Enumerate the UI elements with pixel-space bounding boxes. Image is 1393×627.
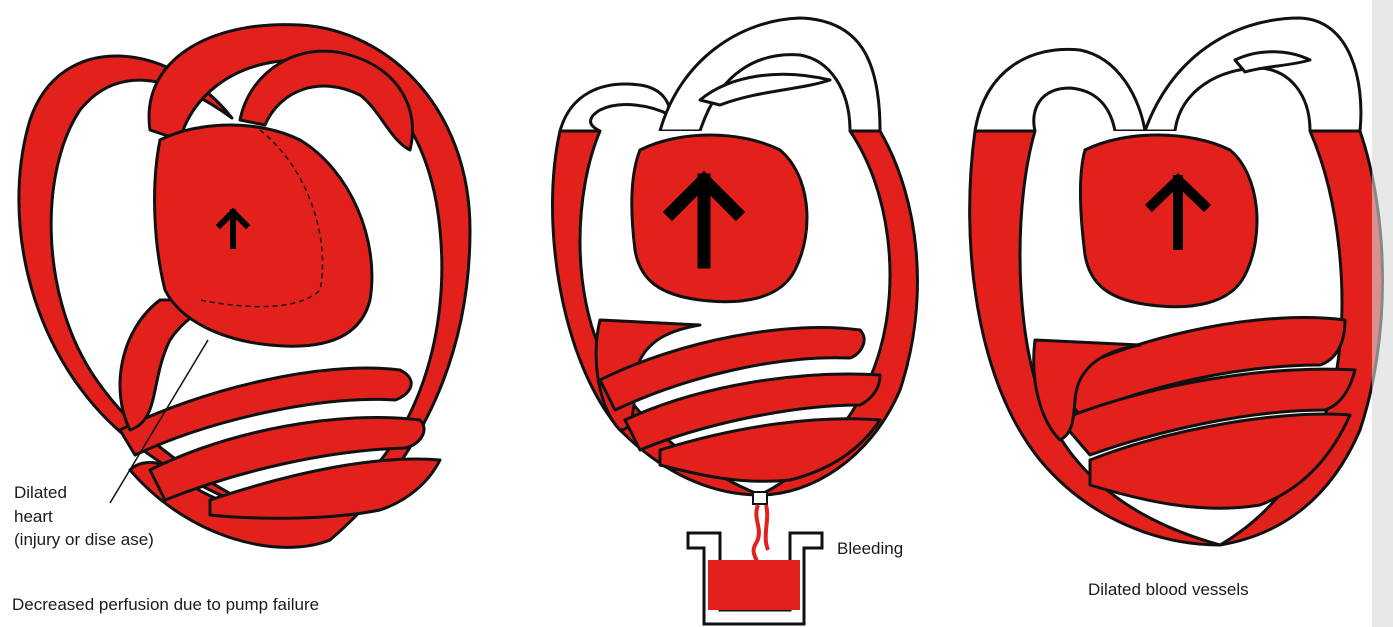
- page-edge-shadow: [1372, 0, 1393, 627]
- bleeding-label: Bleeding: [837, 539, 903, 559]
- panel-pump-failure: [19, 25, 470, 548]
- circulation-loops-panel-3-empty: [975, 18, 1361, 131]
- dilated-heart-label: Dilated heart (injury or dise ase): [14, 483, 154, 550]
- circulation-loops-panel-2-empty: [560, 18, 880, 131]
- pump-failure-caption: Decreased perfusion due to pump failure: [12, 595, 319, 615]
- dilated-heart-label-line-1: Dilated: [14, 483, 154, 503]
- dilated-heart-label-line-2: heart: [14, 507, 154, 527]
- heart-dilated: [155, 125, 372, 346]
- dilated-heart-label-line-3: (injury or dise ase): [14, 530, 154, 550]
- dilated-vessels-caption: Dilated blood vessels: [1088, 580, 1249, 600]
- collected-blood: [708, 560, 800, 610]
- bleeding-stream: [753, 492, 768, 570]
- panel-dilated-vessels: [970, 0, 1393, 627]
- heart-normal-panel-3: [1080, 135, 1257, 307]
- heart-normal: [632, 135, 807, 302]
- panel-bleeding: [553, 18, 918, 624]
